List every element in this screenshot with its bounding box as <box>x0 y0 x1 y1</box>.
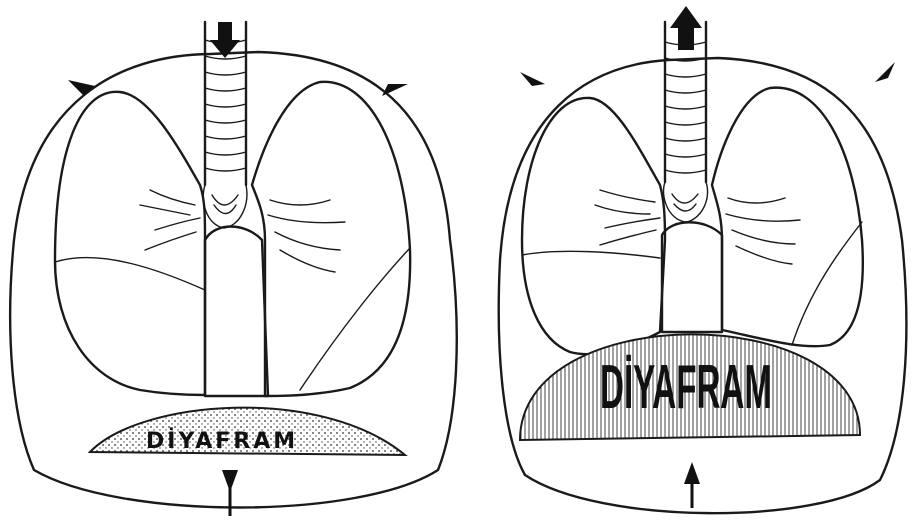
right-thorax-outline <box>499 58 907 513</box>
left-diagram-heart <box>205 227 268 397</box>
left-rib-arrow-upper-left <box>68 80 95 96</box>
left-diagram-left-lung <box>55 92 205 395</box>
right-diagram-exhalation: DİYAFRAM <box>499 6 907 513</box>
left-diagram-inhalation: DİYAFRAM <box>10 22 457 516</box>
left-diagram-right-lung <box>252 82 410 396</box>
right-rib-arrow-upper-right <box>875 62 895 82</box>
right-diaphragm-up-arrow <box>684 462 700 484</box>
right-rib-arrow-upper-left <box>520 72 545 86</box>
right-diagram-left-lung <box>522 98 665 354</box>
right-diaphragm-label: DİYAFRAM <box>600 353 772 422</box>
right-trachea <box>664 22 708 222</box>
right-diagram-heart <box>662 222 722 332</box>
left-diaphragm-label: DİYAFRAM <box>146 428 298 454</box>
left-rib-arrow-upper-right <box>382 84 408 96</box>
